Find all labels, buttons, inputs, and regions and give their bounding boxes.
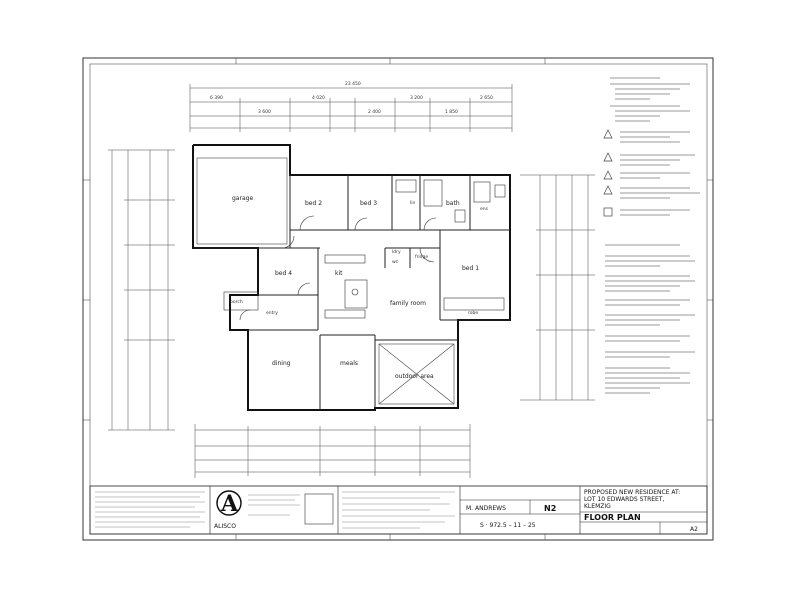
border-ticks [83, 58, 713, 540]
right-dimension-lines [520, 174, 595, 401]
title-block [89, 485, 708, 535]
project-line-1: PROPOSED NEW RESIDENCE AT: [584, 489, 680, 496]
room-dining: dining [272, 360, 291, 367]
porch-outline [223, 291, 259, 311]
room-bath: bath [446, 200, 460, 207]
company-logo-ring [216, 490, 242, 516]
svg-text:23 450: 23 450 [345, 81, 361, 87]
bathroom-fixtures [395, 179, 506, 311]
room-entry: entry [266, 310, 278, 316]
general-notes [605, 77, 700, 394]
room-fridge: fridge [415, 254, 428, 260]
room-linen: lin [410, 200, 416, 206]
door-swings [239, 215, 437, 321]
room-wc: wc [392, 260, 399, 265]
svg-text:3 200: 3 200 [410, 95, 423, 101]
room-bed2: bed 2 [305, 200, 322, 207]
sheet-inner-border [89, 63, 708, 535]
top-dimension-lines [189, 84, 513, 132]
drawing-number: N2 [544, 504, 556, 513]
room-bed1: bed 1 [462, 265, 479, 272]
council-stamp [304, 493, 334, 525]
drawn-by: M. ANDREWS [466, 505, 506, 512]
room-bed4: bed 4 [275, 270, 292, 277]
note-symbols [603, 129, 613, 217]
room-robe: robe [468, 310, 478, 316]
interior-walls [193, 175, 510, 410]
svg-text:3 600: 3 600 [258, 109, 271, 115]
garage-slab [196, 157, 288, 245]
project-line-2: LOT 10 EDWARDS STREET, [584, 496, 664, 503]
room-porch: porch [230, 299, 243, 305]
svg-text:2 400: 2 400 [368, 109, 381, 115]
svg-text:1 850: 1 850 [445, 109, 458, 115]
kitchen-fixtures [324, 254, 368, 319]
room-family: family room [390, 300, 426, 307]
svg-text:2 650: 2 650 [480, 95, 493, 101]
room-garage: garage [232, 195, 253, 202]
project-line-3: KLEMZIG [584, 503, 611, 510]
sheet-outer-border [82, 57, 714, 541]
room-meals: meals [340, 360, 358, 367]
drawing-ref: S · 972.5 – 11 – 25 [480, 522, 536, 529]
room-laundry: ldry [392, 249, 401, 255]
room-kitchen: kit [335, 270, 343, 277]
company-logo-letter: A [220, 491, 239, 517]
sheet-title: FLOOR PLAN [584, 513, 641, 522]
room-ensuite: ens [480, 207, 489, 212]
company-name: ALISCO [214, 523, 236, 530]
exterior-walls [192, 144, 511, 411]
svg-text:6 390: 6 390 [210, 95, 223, 101]
title-block-fineprint [95, 491, 455, 529]
left-dimension-lines [108, 149, 175, 431]
bottom-dimension-lines [194, 424, 471, 478]
svg-text:4 020: 4 020 [312, 95, 325, 101]
outdoor-area-outline [378, 343, 455, 405]
room-outdoor: outdoor area [395, 373, 434, 380]
sheet-code: A2 [690, 526, 698, 533]
room-bed3: bed 3 [360, 200, 377, 207]
